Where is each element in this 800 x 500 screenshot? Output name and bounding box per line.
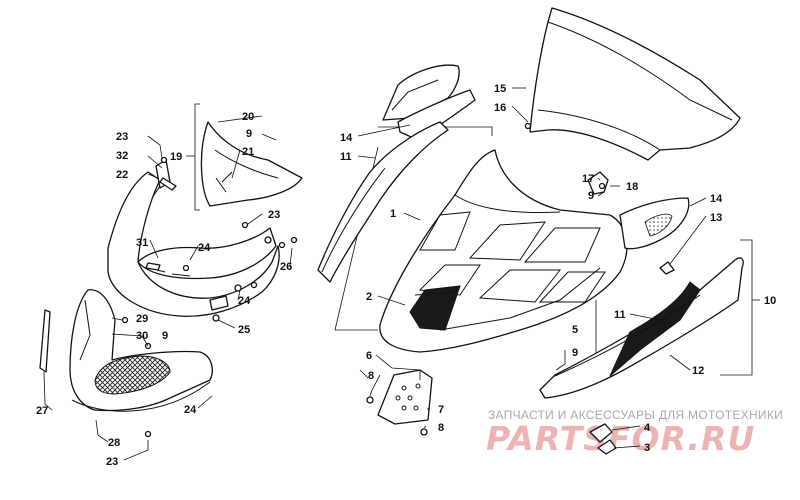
top-cover-part <box>200 121 303 207</box>
callout-7: 7 <box>438 404 444 416</box>
callout-26: 26 <box>280 261 292 273</box>
windshield-part <box>524 7 741 161</box>
callout-32: 32 <box>116 150 128 162</box>
callout-23-a: 23 <box>116 131 128 143</box>
fastener-hardware <box>121 156 298 438</box>
callout-24-c: 24 <box>184 404 197 416</box>
hood-part <box>379 149 628 353</box>
callout-15: 15 <box>494 83 506 95</box>
callout-18: 18 <box>626 181 638 193</box>
callout-14-b: 14 <box>710 193 723 205</box>
callout-28: 28 <box>108 437 120 449</box>
callout-24-a: 24 <box>198 242 211 254</box>
callout-labels: 1 2 3 4 5 6 7 8 8 9 9 9 9 10 11 11 12 13… <box>36 83 776 468</box>
callout-31: 31 <box>136 237 148 249</box>
callout-5: 5 <box>572 324 578 336</box>
right-side-panel-part <box>539 197 744 399</box>
belly-pan-part <box>69 289 213 412</box>
leader-lines <box>43 87 760 461</box>
callout-9-c: 9 <box>246 128 252 140</box>
group-19-bracket <box>194 103 200 211</box>
callout-19: 19 <box>170 151 182 163</box>
callout-8-b: 8 <box>438 422 444 434</box>
callout-4: 4 <box>644 422 651 434</box>
callout-9-b: 9 <box>588 190 594 202</box>
callout-23-b: 23 <box>268 209 280 221</box>
callout-3: 3 <box>644 442 650 454</box>
callout-8-a: 8 <box>368 370 374 382</box>
callout-6: 6 <box>366 350 372 362</box>
callout-17: 17 <box>582 173 594 185</box>
callout-9-d: 9 <box>162 330 168 342</box>
callout-1: 1 <box>390 208 396 220</box>
callout-23-c: 23 <box>106 456 118 468</box>
left-trim-strip-part <box>39 309 51 373</box>
callout-16: 16 <box>494 102 506 114</box>
callout-24-b: 24 <box>238 295 251 307</box>
callout-30: 30 <box>136 330 148 342</box>
callout-13: 13 <box>710 212 722 224</box>
windshield-bracket-part <box>587 171 609 195</box>
left-side-strip-part <box>317 121 449 283</box>
callout-12: 12 <box>692 365 704 377</box>
callout-2: 2 <box>366 291 372 303</box>
callout-22: 22 <box>116 169 128 181</box>
callout-11-b: 11 <box>614 309 626 321</box>
watermark-tagline: ЗАПЧАСТИ И АКСЕССУАРЫ ДЛЯ МОТОТЕХНИКИ <box>488 408 783 422</box>
callout-25: 25 <box>238 324 250 336</box>
callout-21: 21 <box>242 146 254 158</box>
callout-29: 29 <box>136 313 148 325</box>
callout-11-a: 11 <box>340 151 352 163</box>
callout-27: 27 <box>36 405 48 417</box>
callout-14-a: 14 <box>340 132 353 144</box>
watermark-logo: PARTSFOR.RU <box>486 419 755 458</box>
callout-20: 20 <box>242 111 254 123</box>
bottom-plate-part <box>366 369 433 436</box>
callout-9-a: 9 <box>572 347 578 359</box>
callout-10: 10 <box>764 295 776 307</box>
